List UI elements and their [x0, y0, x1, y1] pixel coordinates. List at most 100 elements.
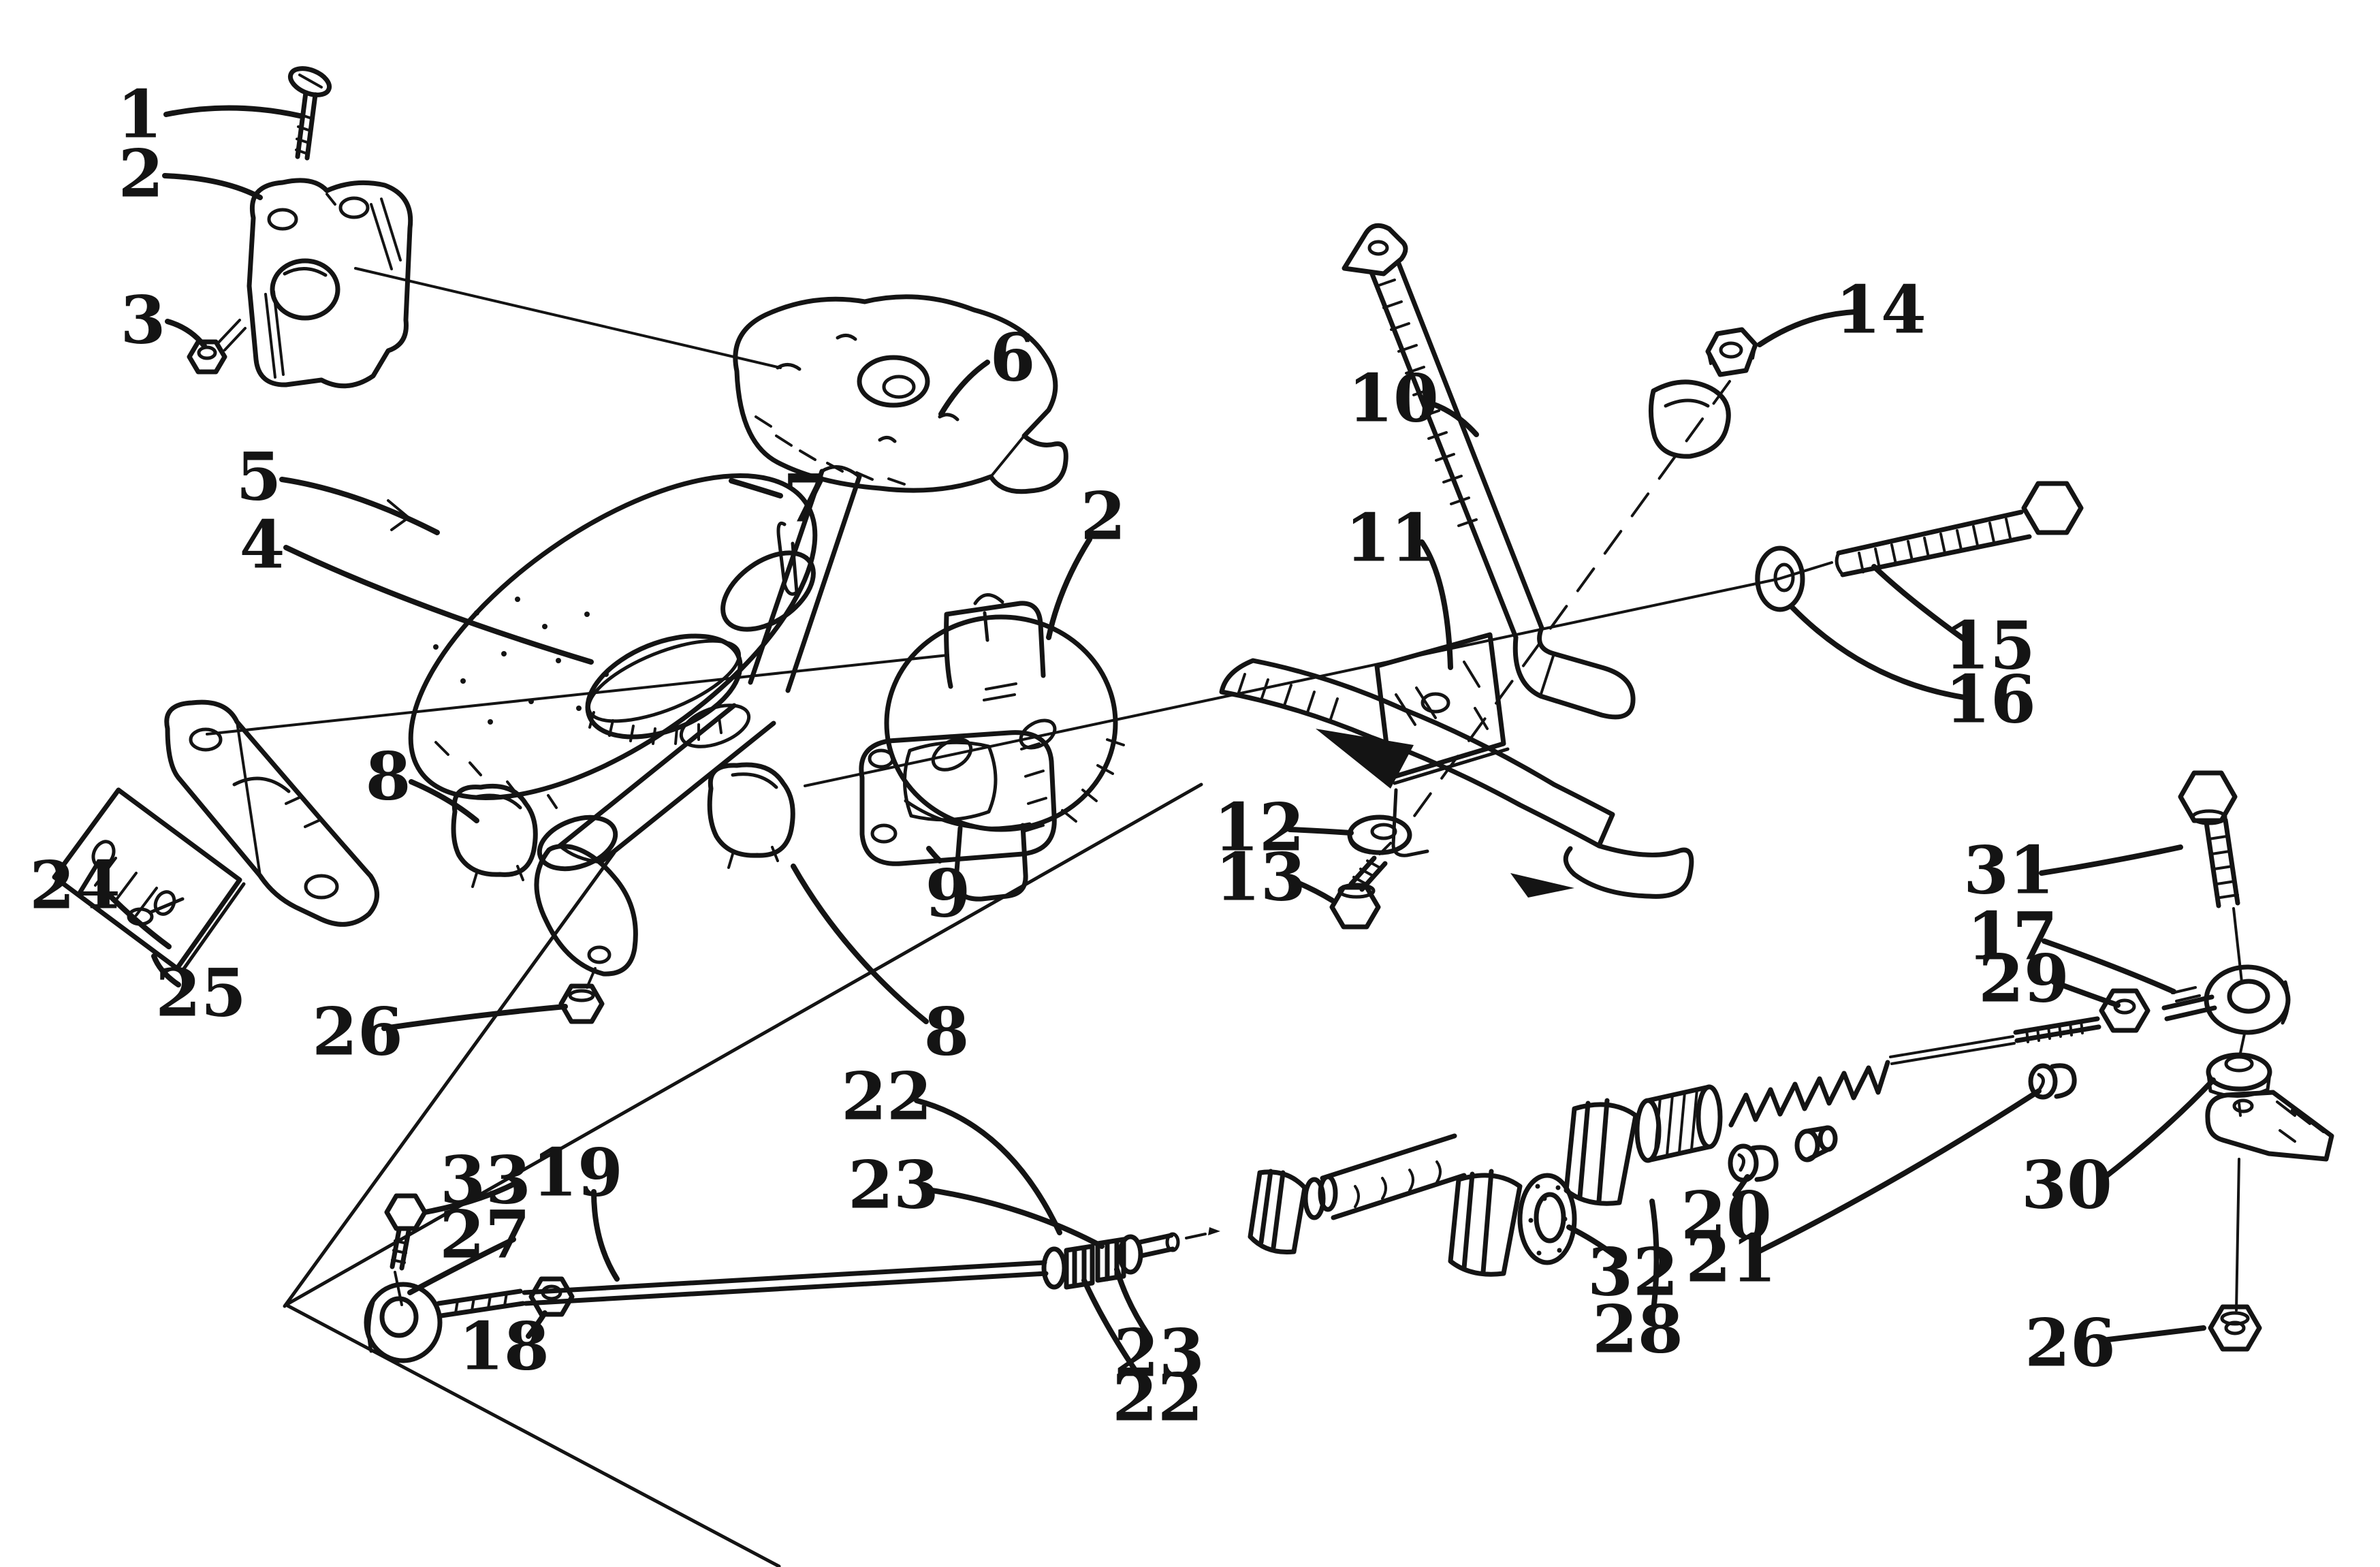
callout-leader-28: [1649, 1199, 1660, 1313]
callout-leader-4: [283, 545, 594, 665]
pivot-bolt-part: [1329, 842, 1392, 930]
callout-leader-14: [1757, 309, 1858, 347]
callout-leader-8R: [791, 864, 929, 1024]
callout-leader-12: [1287, 827, 1354, 836]
callout-leader-26L: [381, 1004, 568, 1031]
callout-number-19: 19: [532, 1135, 623, 1212]
pin-and-nut-part: [187, 319, 247, 375]
shaft-flange-part: [884, 593, 1125, 902]
callout-leader-22U: [914, 1098, 1062, 1235]
flat-head-screw-part: [287, 66, 332, 161]
callout-leader-26R: [2100, 1325, 2206, 1343]
ferrule-part-a: [1728, 1143, 1779, 1183]
callout-number-12: 12: [1213, 789, 1305, 866]
mount-bracket-part: [164, 699, 379, 927]
callout-leader-8L: [409, 779, 479, 823]
callout-leader-6: [938, 360, 990, 417]
pivot-axis-dash-line: [1404, 380, 1731, 829]
callout-number-31: 31: [1963, 832, 2054, 909]
pivot-washer-part: [1347, 814, 1412, 855]
callout-leader-19: [591, 1189, 620, 1282]
callout-number-17: 17: [1967, 898, 2058, 975]
callout-number-7: 7: [783, 460, 829, 537]
callout-leader-18: [526, 1310, 548, 1339]
callout-leader-7: [729, 478, 783, 498]
callout-number-26R: 26: [2025, 1305, 2116, 1382]
callout-number-30: 30: [2021, 1147, 2112, 1224]
lock-nut-lower-left: [558, 983, 605, 1024]
long-bolt-part: [1835, 481, 2084, 577]
callout-number-26L: 26: [312, 994, 403, 1071]
pedal-bracket-part: [1342, 223, 1636, 720]
callout-number-22U: 22: [841, 1058, 932, 1135]
bolt-axis-line: [804, 561, 1833, 787]
flange-nut-part: [1705, 327, 1758, 377]
callout-leader-15: [1871, 564, 1968, 643]
callout-number-5: 5: [236, 439, 282, 516]
flanged-bushing-part: [2206, 1052, 2272, 1098]
callout-number-21: 21: [1685, 1220, 1777, 1297]
support-disc-part: [387, 473, 818, 809]
steering-shaft-part: [534, 465, 862, 989]
pedal-lever-part: [1219, 379, 1731, 899]
callout-leader-23U: [921, 1186, 1105, 1249]
ferrule-cap-part: [1794, 1125, 1838, 1162]
callout-number-23L: 23: [1113, 1315, 1205, 1392]
callout-number-24: 24: [29, 847, 121, 924]
clamp-axis-line: [354, 267, 782, 369]
cable-spring-part: [1728, 1060, 1890, 1128]
callout-leader-10: [1423, 399, 1479, 437]
callout-number-2b: 2: [1081, 478, 1126, 555]
callout-number-28: 28: [1592, 1291, 1683, 1368]
cable-hex-coupler-part: [1564, 1084, 1723, 1206]
callout-number-6: 6: [990, 319, 1036, 396]
callout-leader-17: [2042, 938, 2176, 994]
cable-adjuster-part: [1041, 1227, 1220, 1290]
callout-leader-3: [165, 319, 207, 349]
steering-clamp-part: [247, 178, 413, 389]
callout-number-32: 32: [1587, 1234, 1679, 1311]
callout-leader-25: [151, 953, 181, 987]
bushing-half-right-part: [707, 762, 795, 869]
callout-leader-33: [422, 1181, 518, 1215]
callout-number-11: 11: [1345, 500, 1436, 577]
grommet-washer-part: [1517, 1173, 1577, 1265]
callout-leader-9: [926, 846, 942, 864]
callout-leader-13: [1288, 877, 1335, 903]
lock-nut-lower-right: [2208, 1304, 2262, 1352]
vertical-axis-line: [2232, 907, 2246, 1312]
callout-number-1: 1: [117, 76, 163, 153]
callout-leader-31: [2039, 844, 2183, 876]
callout-number-8L: 8: [366, 738, 411, 815]
cable-rod-part: [522, 1260, 1049, 1306]
vertical-bolt-part: [2178, 770, 2240, 908]
callout-number-22L: 22: [1112, 1359, 1203, 1436]
callout-number-10: 10: [1348, 360, 1439, 437]
callout-leader-21: [1756, 1088, 2042, 1254]
callout-leader-22L: [1081, 1278, 1145, 1384]
callout-leader-2b: [1046, 537, 1092, 640]
anchor-block-part: [2205, 1090, 2334, 1162]
callout-number-29: 29: [1978, 940, 2069, 1017]
callout-number-18: 18: [458, 1308, 550, 1385]
cable-wire-part: [1889, 1035, 2016, 1065]
callout-number-23U: 23: [848, 1147, 939, 1224]
callout-number-13: 13: [1215, 839, 1306, 916]
callout-leader-11: [1419, 539, 1453, 670]
callout-leader-2a: [162, 173, 263, 200]
cable-housing-part: [1248, 1133, 1467, 1255]
bracket-bolt-part: [384, 1193, 428, 1306]
callout-leader-20: [1732, 1174, 1750, 1197]
callout-leader-5: [279, 477, 440, 535]
cable-rod-end-right-part: [2161, 964, 2291, 1035]
callout-number-16: 16: [1945, 661, 2036, 738]
callout-number-8R: 8: [924, 994, 970, 1071]
jam-nut-right-part: [2099, 988, 2151, 1033]
callout-number-33: 33: [440, 1142, 531, 1219]
callout-leader-32: [1566, 1224, 1618, 1259]
callout-number-27: 27: [439, 1197, 530, 1273]
cable-threaded-end-part: [2013, 1016, 2101, 1043]
